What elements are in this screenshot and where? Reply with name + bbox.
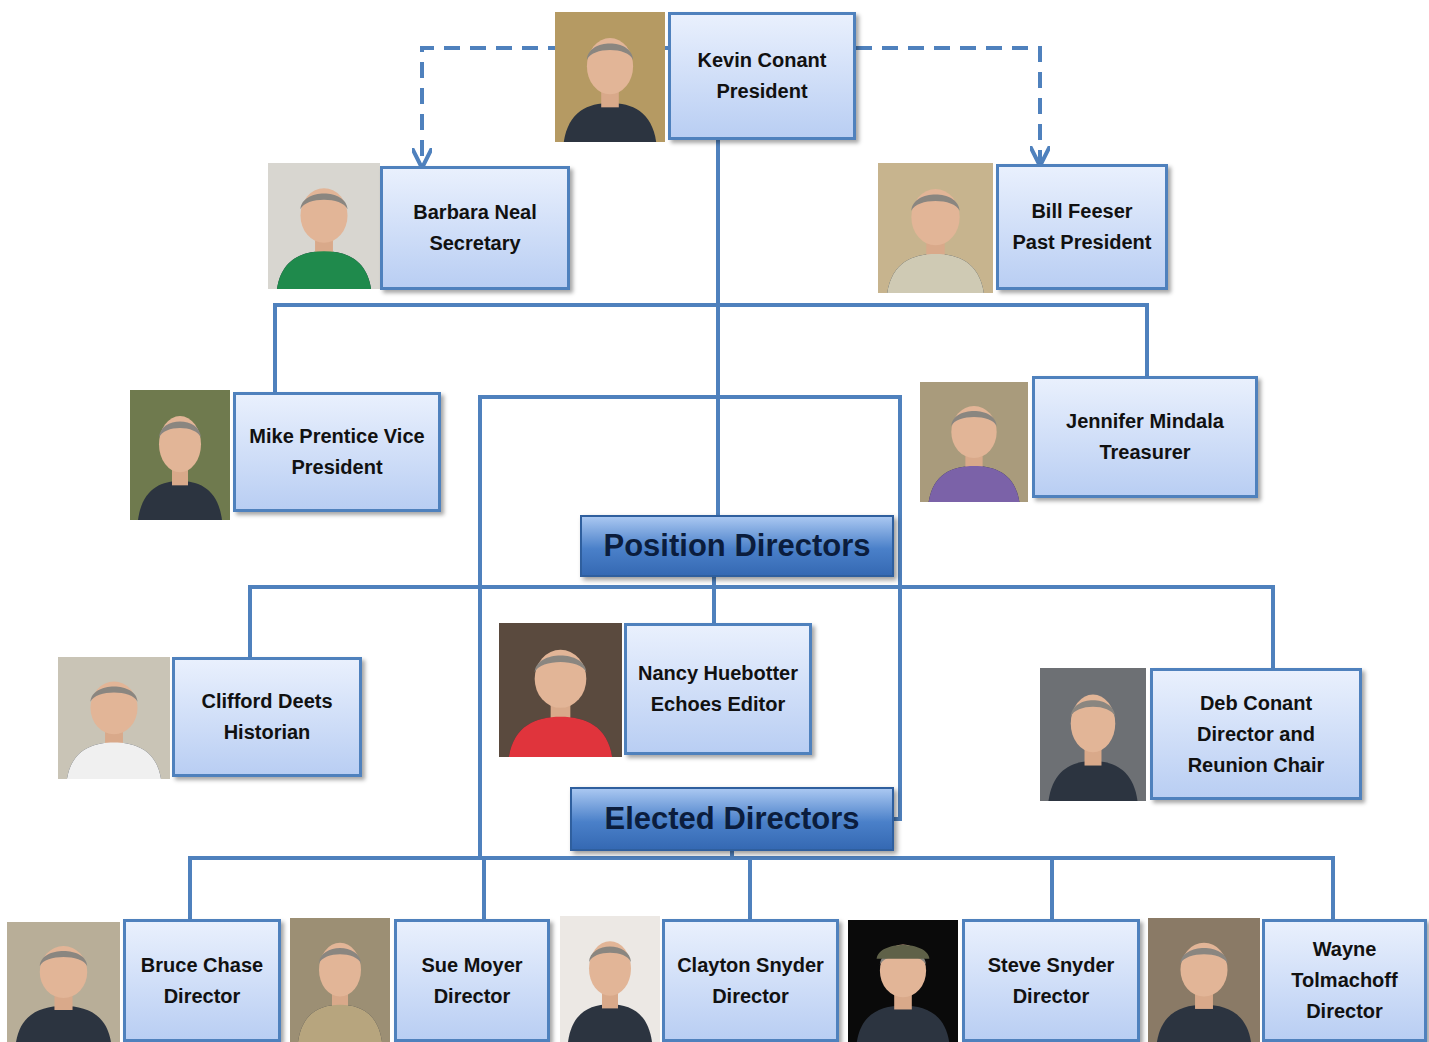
- role-box: Barbara Neal Secretary: [380, 166, 570, 290]
- org-connector: [484, 851, 732, 919]
- portrait-photo: [555, 12, 665, 142]
- section-band: Position Directors: [580, 515, 894, 577]
- role-label: Bill Feeser Past President: [1009, 196, 1155, 258]
- section-band: Elected Directors: [570, 787, 894, 851]
- portrait-photo: [7, 922, 120, 1042]
- role-label: Nancy Huebotter Echoes Editor: [637, 658, 799, 720]
- org-connector: [732, 851, 750, 919]
- role-label: Sue Moyer Director: [407, 950, 537, 1012]
- portrait-photo: [878, 163, 993, 293]
- portrait-photo: [848, 920, 958, 1042]
- section-title: Elected Directors: [605, 800, 860, 837]
- role-box: Clayton Snyder Director: [662, 919, 839, 1042]
- portrait-photo: [1040, 668, 1146, 801]
- role-label: Mike Prentice Vice President: [246, 421, 428, 483]
- portrait-photo: [290, 918, 390, 1042]
- role-label: Jennifer Mindala Treasurer: [1045, 406, 1245, 468]
- role-box: Clifford Deets Historian: [172, 657, 362, 777]
- portrait-photo: [130, 390, 230, 520]
- role-box: Nancy Huebotter Echoes Editor: [624, 623, 812, 755]
- org-connector: [190, 851, 732, 919]
- portrait-photo: [268, 163, 380, 289]
- role-box: Sue Moyer Director: [394, 919, 550, 1042]
- section-title: Position Directors: [604, 527, 871, 564]
- portrait-photo: [560, 916, 660, 1042]
- role-box: Bruce Chase Director: [123, 919, 281, 1042]
- role-label: Clifford Deets Historian: [185, 686, 349, 748]
- portrait-photo: [58, 657, 170, 779]
- role-box: Bill Feeser Past President: [996, 164, 1168, 290]
- portrait-photo: [499, 623, 622, 757]
- role-box: Kevin Conant President: [668, 12, 856, 140]
- portrait-photo: [1148, 918, 1260, 1042]
- role-label: Wayne Tolmachoff Director: [1275, 934, 1414, 1027]
- role-label: Kevin Conant President: [681, 45, 843, 107]
- role-box: Jennifer Mindala Treasurer: [1032, 376, 1258, 498]
- role-label: Bruce Chase Director: [136, 950, 268, 1012]
- role-box: Wayne Tolmachoff Director: [1262, 919, 1427, 1042]
- portrait-photo: [920, 382, 1028, 502]
- role-box: Mike Prentice Vice President: [233, 392, 441, 512]
- role-label: Barbara Neal Secretary: [393, 197, 557, 259]
- role-box: Deb Conant Director and Reunion Chair: [1150, 668, 1362, 800]
- org-connector: [732, 851, 1052, 919]
- role-label: Deb Conant Director and Reunion Chair: [1163, 688, 1349, 781]
- role-box: Steve Snyder Director: [962, 919, 1140, 1042]
- dashed-arrow: [856, 48, 1040, 164]
- role-label: Clayton Snyder Director: [675, 950, 826, 1012]
- role-label: Steve Snyder Director: [975, 950, 1127, 1012]
- org-connector: [732, 851, 1333, 919]
